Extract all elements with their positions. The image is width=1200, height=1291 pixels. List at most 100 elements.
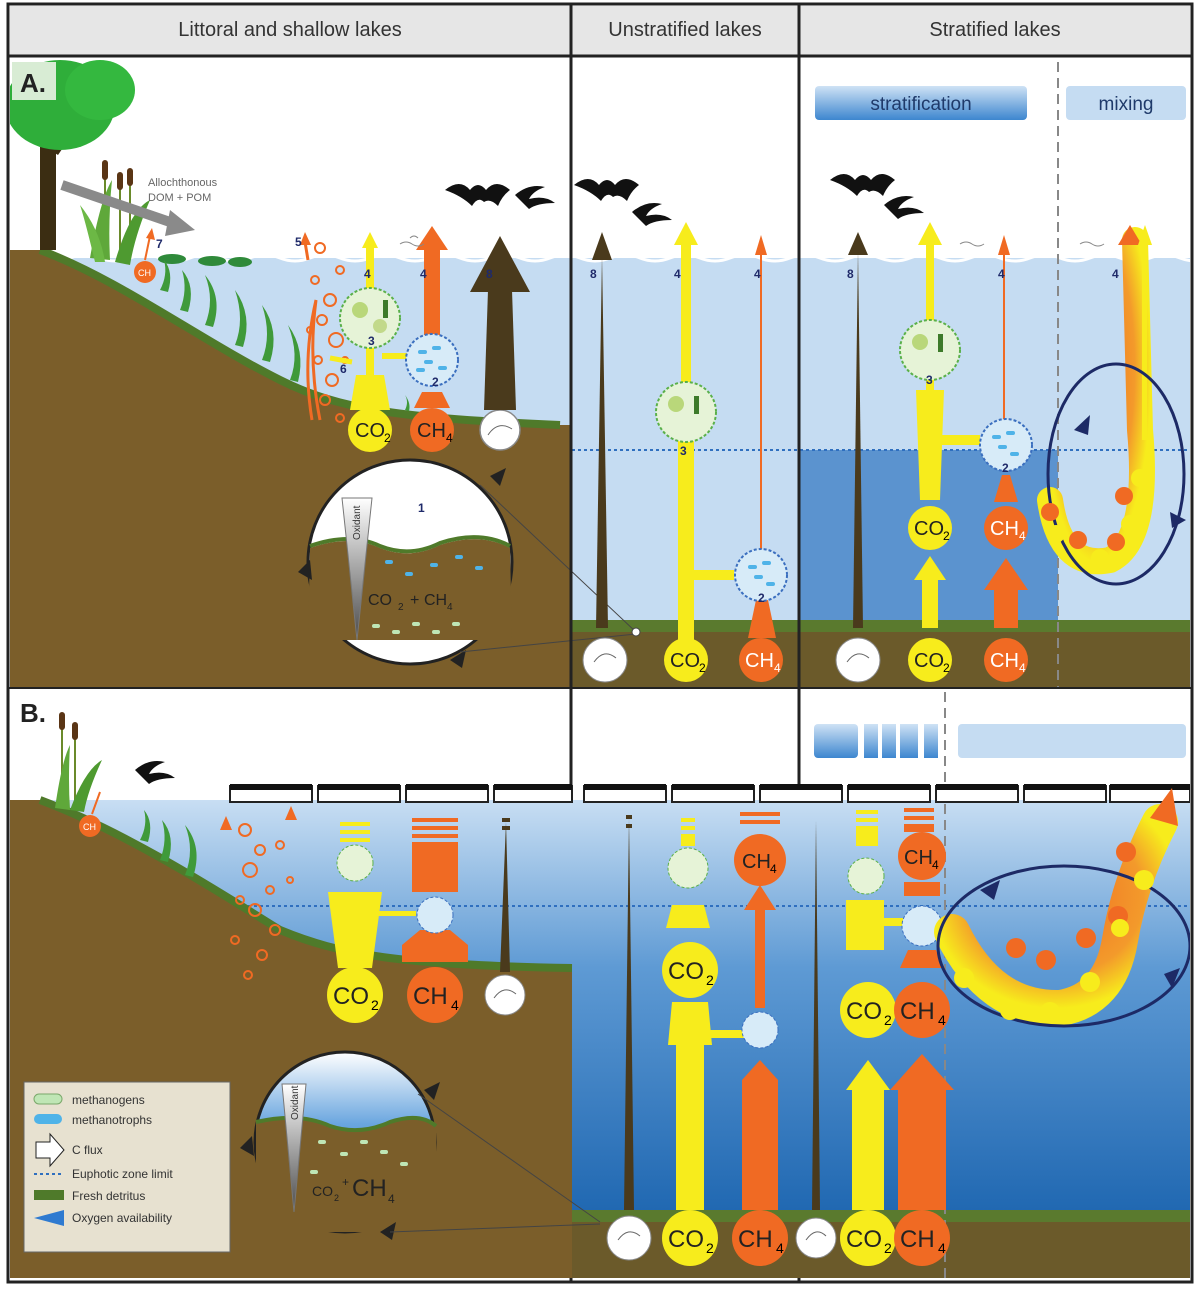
lens-co2-a: CO <box>368 592 392 609</box>
legend-oxygen: Oxygen availability <box>72 1211 172 1225</box>
svg-text:2: 2 <box>334 1193 339 1203</box>
svg-text:CH: CH <box>138 268 151 278</box>
svg-text:2: 2 <box>384 431 391 445</box>
svg-text:8: 8 <box>847 267 854 281</box>
svg-text:2: 2 <box>398 602 404 613</box>
svg-text:4: 4 <box>770 862 777 876</box>
svg-text:+: + <box>342 1175 349 1189</box>
svg-text:4: 4 <box>674 267 681 281</box>
legend-methanogens: methanogens <box>72 1093 145 1107</box>
svg-text:3: 3 <box>368 334 375 348</box>
svg-text:Oxidant: Oxidant <box>290 1085 301 1120</box>
svg-text:2: 2 <box>699 661 706 675</box>
ch4-circle-littoral-a <box>410 408 454 452</box>
svg-text:4: 4 <box>388 1192 395 1206</box>
svg-text:CO: CO <box>914 650 944 672</box>
svg-text:3: 3 <box>926 373 933 387</box>
svg-text:CH: CH <box>417 420 446 442</box>
svg-text:CO: CO <box>670 650 700 672</box>
svg-text:CO: CO <box>668 958 704 985</box>
svg-text:4: 4 <box>364 267 371 281</box>
svg-text:2: 2 <box>884 1240 892 1256</box>
header-stratified: Stratified lakes <box>929 19 1060 41</box>
co2-circle-unstrat-a <box>664 638 708 682</box>
oxidant-label-a: Oxidant <box>352 505 363 540</box>
svg-text:2: 2 <box>371 997 379 1013</box>
svg-text:4: 4 <box>932 858 939 872</box>
allochthonous-label-1: Allochthonous <box>148 177 218 189</box>
bubbles-a <box>306 242 349 423</box>
svg-text:8: 8 <box>590 267 597 281</box>
svg-text:4: 4 <box>1019 529 1026 543</box>
svg-text:CO: CO <box>333 983 369 1010</box>
legend-euphotic: Euphotic zone limit <box>72 1167 173 1181</box>
svg-text:4: 4 <box>938 1012 946 1028</box>
svg-text:4: 4 <box>446 431 453 445</box>
tree-trunk <box>40 120 56 250</box>
svg-text:8: 8 <box>486 267 493 281</box>
header-unstratified: Unstratified lakes <box>608 19 761 41</box>
mixing-bar <box>1066 86 1186 120</box>
svg-text:4: 4 <box>420 267 427 281</box>
svg-text:2: 2 <box>758 591 765 605</box>
svg-text:4: 4 <box>776 1240 784 1256</box>
svg-text:2: 2 <box>943 661 950 675</box>
svg-text:2: 2 <box>706 1240 714 1256</box>
svg-text:2: 2 <box>943 529 950 543</box>
header-bg-col2 <box>572 6 798 56</box>
stratification-label: stratification <box>870 94 971 115</box>
number-5: 5 <box>295 235 302 249</box>
svg-text:CO: CO <box>312 1183 333 1199</box>
svg-text:CH: CH <box>742 851 771 873</box>
svg-text:CH: CH <box>990 650 1019 672</box>
methanotrophs-littoral-a <box>405 333 459 387</box>
lens-ch4-a: CH <box>424 592 447 609</box>
allochthonous-label-2: DOM + POM <box>148 192 211 204</box>
panel-label-a: A. <box>20 68 46 98</box>
detritus-circle-unstrat-a <box>582 637 628 683</box>
svg-text:4: 4 <box>451 997 459 1013</box>
detritus-circle-littoral-a <box>479 409 521 451</box>
svg-text:2: 2 <box>432 375 439 389</box>
legend-cflux: C flux <box>72 1143 103 1157</box>
header-bg-col3 <box>800 6 1190 56</box>
svg-text:4: 4 <box>1019 661 1026 675</box>
svg-text:CH: CH <box>738 1226 773 1253</box>
bat-a1 <box>445 184 510 206</box>
svg-text:CH: CH <box>900 998 935 1025</box>
panel-b: B. CH <box>10 692 1190 1278</box>
svg-text:4: 4 <box>938 1240 946 1256</box>
svg-text:CH: CH <box>900 1226 935 1253</box>
svg-text:CH: CH <box>904 847 933 869</box>
svg-text:CH: CH <box>413 983 448 1010</box>
number-1: 1 <box>418 501 425 515</box>
svg-text:4: 4 <box>447 602 453 613</box>
svg-text:+: + <box>410 592 419 609</box>
svg-text:CH: CH <box>745 650 774 672</box>
stratification-bar <box>815 86 1027 120</box>
svg-text:2: 2 <box>706 972 714 988</box>
svg-text:4: 4 <box>998 267 1005 281</box>
svg-text:CO: CO <box>355 420 385 442</box>
svg-text:2: 2 <box>1002 461 1009 475</box>
svg-text:4: 4 <box>1112 267 1119 281</box>
svg-text:CH: CH <box>352 1175 387 1202</box>
svg-text:CO: CO <box>846 998 882 1025</box>
svg-text:2: 2 <box>884 1012 892 1028</box>
number-7: 7 <box>156 237 163 251</box>
svg-text:CH: CH <box>990 518 1019 540</box>
co2-circle-littoral-a <box>348 408 392 452</box>
panel-label-b: B. <box>20 698 46 728</box>
svg-text:CH: CH <box>83 822 96 832</box>
svg-text:CO: CO <box>846 1226 882 1253</box>
panel-a: A. Allochthonous DOM + POM CH 7 <box>10 60 1190 688</box>
header-bg-col1 <box>10 6 570 56</box>
legend-detritus: Fresh detritus <box>72 1189 145 1203</box>
svg-text:CO: CO <box>914 518 944 540</box>
header-littoral: Littoral and shallow lakes <box>178 19 401 41</box>
svg-text:4: 4 <box>754 267 761 281</box>
swallow-a1 <box>515 186 555 209</box>
svg-text:3: 3 <box>680 444 687 458</box>
svg-text:CO: CO <box>668 1226 704 1253</box>
